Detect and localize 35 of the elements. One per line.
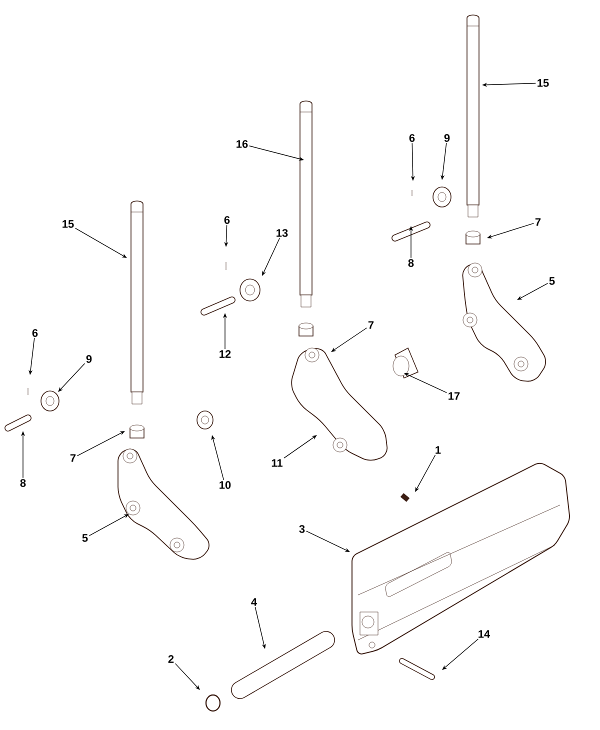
leader-line (76, 431, 125, 456)
callout-number: 12 (220, 350, 231, 358)
callout-number: 9 (444, 134, 450, 142)
leader-line (174, 663, 200, 690)
callout-number: 9 (86, 355, 92, 363)
callout-number: 6 (409, 134, 415, 142)
leader-line (415, 454, 436, 492)
callout-number: 10 (220, 481, 231, 489)
callout-number: 7 (535, 218, 541, 226)
callout-number: 15 (62, 220, 74, 228)
leader-line (517, 282, 548, 300)
callout-number: 7 (368, 321, 374, 329)
callout-number: 16 (236, 140, 248, 148)
callout-number: 11 (272, 459, 282, 467)
callout-number: 13 (276, 229, 288, 237)
callout-number: 6 (32, 329, 38, 337)
callout-number: 8 (408, 259, 414, 267)
leader-line (74, 228, 127, 258)
callout-number: 15 (538, 79, 549, 87)
callout-number: 8 (20, 479, 26, 487)
callout-number: 5 (549, 277, 555, 285)
leader-line (58, 363, 86, 392)
callout-number: 17 (448, 392, 460, 400)
leader-line (88, 514, 129, 536)
leader-line (442, 638, 479, 670)
callout-number: 5 (82, 534, 88, 542)
leader-line (284, 435, 317, 458)
callout-number: 6 (224, 216, 230, 224)
callout-number: 2 (168, 655, 174, 663)
callout-number: 4 (251, 598, 257, 606)
leader-line (331, 328, 368, 352)
callout-number: 7 (70, 454, 76, 462)
callout-number: 1 (436, 446, 441, 454)
callout-number: 14 (478, 630, 490, 638)
callout-number: 3 (299, 525, 305, 533)
